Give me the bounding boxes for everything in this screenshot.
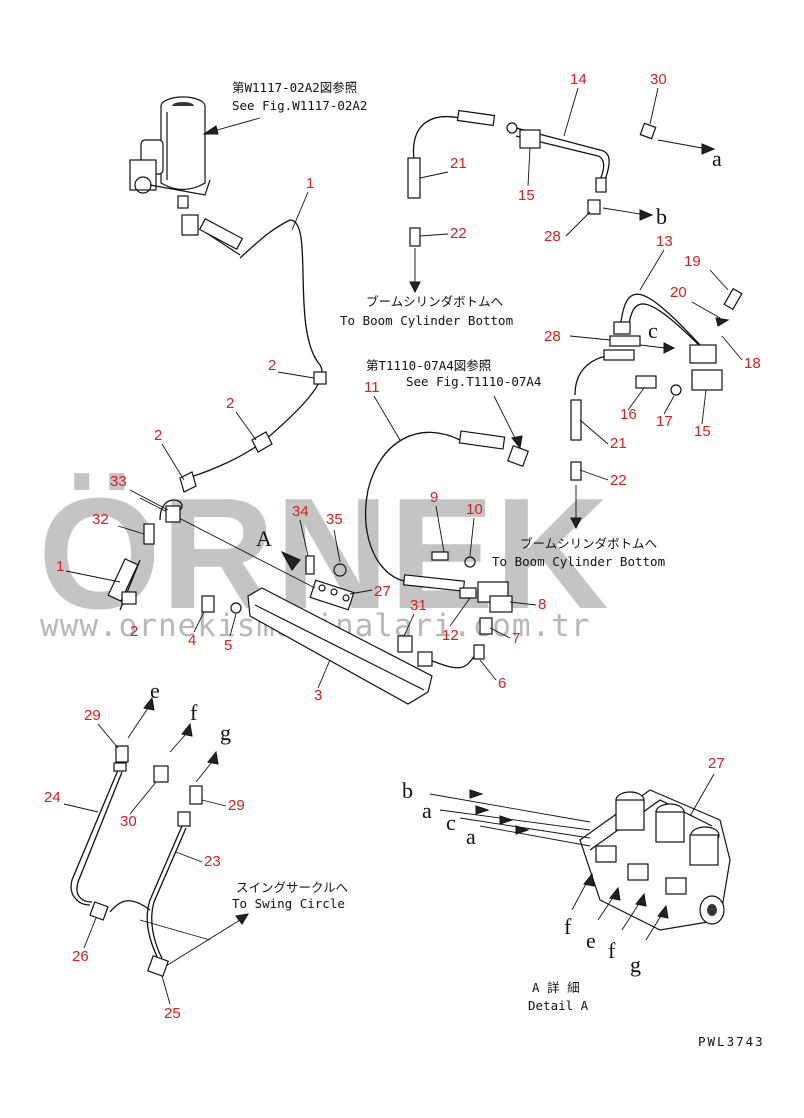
- part-number: 4: [188, 632, 196, 649]
- boom-hose-top: [407, 109, 657, 294]
- dest-boom-top-en: To Boom Cylinder Bottom: [340, 313, 513, 328]
- dest-boom-mid-en: To Boom Cylinder Bottom: [492, 554, 665, 569]
- part-number: 30: [120, 813, 137, 830]
- clamp-2c: [179, 471, 197, 493]
- part-number: 34: [292, 503, 309, 520]
- part-number: 28: [544, 328, 561, 345]
- boom-hose-mid: [570, 287, 743, 530]
- part-number-labels: 1 2 2 2 1 2 3 4 5 6 7 8 9 10 11 12 13 14…: [44, 71, 761, 1022]
- flow-letter: e: [150, 678, 160, 703]
- part-number: 20: [670, 284, 687, 301]
- part-number: 23: [204, 853, 221, 870]
- part-number: 15: [518, 187, 535, 204]
- dest-swing-jp: スイングサークルへ: [236, 880, 348, 895]
- part-number: 3: [314, 687, 322, 704]
- view-a-letter: A: [256, 526, 272, 551]
- watermark-brand: ÖRNEK: [38, 466, 609, 642]
- part-number: 17: [656, 413, 673, 430]
- clamp-2b: [251, 431, 273, 453]
- flow-letter: g: [630, 952, 641, 977]
- part-number: 32: [92, 511, 109, 528]
- flow-letter: f: [564, 914, 572, 939]
- flow-letters: a b c e f g b a c a f e f g A: [150, 146, 722, 977]
- part-number: 28: [544, 228, 561, 245]
- part-number: 9: [430, 489, 438, 506]
- dest-boom-mid-jp-ref: 第T1110-07A4図参照: [366, 358, 491, 373]
- part-number: 10: [466, 501, 483, 518]
- part-number: 26: [72, 948, 89, 965]
- part-number: 35: [326, 511, 343, 528]
- part-number: 6: [498, 675, 506, 692]
- part-number: 14: [570, 71, 587, 88]
- part-number: 22: [610, 472, 627, 489]
- part-number: 18: [744, 355, 761, 372]
- detail-a-en: Detail A: [528, 998, 589, 1013]
- part-number: 2: [154, 427, 162, 444]
- part-number: 27: [374, 583, 391, 600]
- flow-letter: g: [220, 720, 231, 745]
- dest-boom-mid-jp: ブームシリンダボトムへ: [520, 536, 657, 551]
- dest-boom-top-jp: ブームシリンダボトムへ: [366, 294, 503, 309]
- part-number: 2: [226, 395, 234, 412]
- part-number: 5: [224, 637, 232, 654]
- part-number: 19: [684, 253, 701, 270]
- part-number: 21: [610, 435, 627, 452]
- part-number: 8: [538, 596, 546, 613]
- part-number: 7: [512, 630, 520, 647]
- part-number: 2: [268, 357, 276, 374]
- ref-w1117-jp: 第W1117-02A2図参照: [232, 80, 357, 95]
- flow-letter: a: [422, 798, 432, 823]
- part-number: 16: [620, 406, 637, 423]
- center-assembly: [139, 395, 530, 705]
- detail-a: [429, 789, 731, 941]
- part-number: 33: [110, 473, 127, 490]
- clamp-2a: [313, 371, 327, 385]
- flow-letter: b: [402, 778, 413, 803]
- part-number: 1: [56, 558, 64, 575]
- drawing-code: PWL3743: [698, 1034, 765, 1049]
- detail-a-jp: A 詳 細: [532, 980, 580, 995]
- view-a-arrow: [280, 550, 301, 571]
- part-number: 27: [708, 755, 725, 772]
- part-number: 29: [84, 707, 101, 724]
- part-number: 11: [364, 379, 380, 396]
- part-number: 25: [164, 1005, 181, 1022]
- flow-letter: c: [648, 318, 658, 343]
- part-number: 15: [694, 423, 711, 440]
- part-number: 2: [130, 623, 138, 640]
- ref-w1117-en: See Fig.W1117-02A2: [232, 98, 367, 113]
- part-number: 22: [450, 225, 467, 242]
- part-number: 13: [656, 233, 673, 250]
- filter-assembly: [129, 96, 244, 256]
- swing-hoses: [70, 696, 249, 978]
- left-hose: [107, 499, 183, 611]
- part-number: 1: [306, 175, 314, 192]
- flow-letter: f: [608, 938, 616, 963]
- part-number: 29: [228, 797, 245, 814]
- hose-1: [179, 219, 323, 481]
- part-number: 12: [442, 627, 459, 644]
- part-number: 21: [450, 155, 467, 172]
- part-number: 30: [650, 71, 667, 88]
- flow-letter: a: [712, 146, 722, 171]
- flow-letter: e: [586, 928, 596, 953]
- part-number: 31: [410, 597, 427, 614]
- flow-letter: f: [190, 700, 198, 725]
- flow-letter: a: [466, 824, 476, 849]
- ref-t1110-en: See Fig.T1110-07A4: [406, 374, 541, 389]
- dest-swing-en: To Swing Circle: [232, 896, 345, 911]
- part-number: 24: [44, 789, 61, 806]
- flow-letter: b: [656, 204, 667, 229]
- flow-letter: c: [446, 810, 456, 835]
